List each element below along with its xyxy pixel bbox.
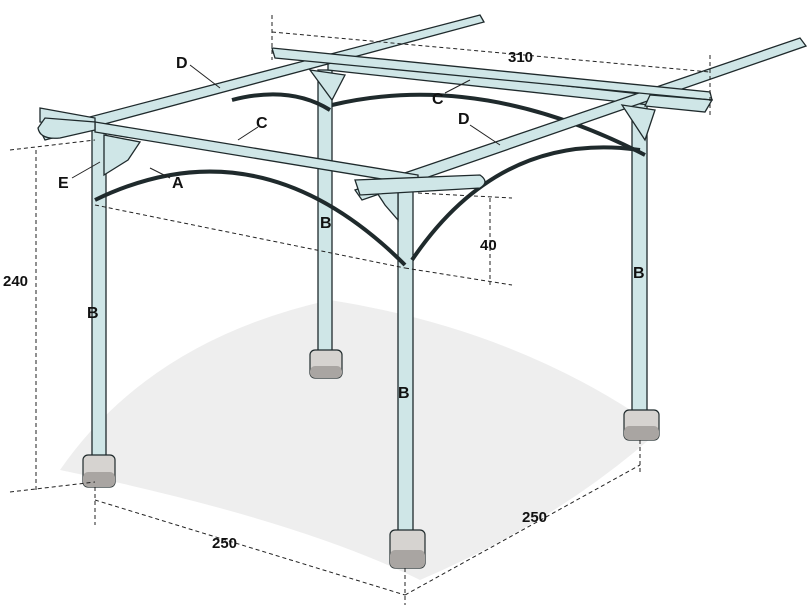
beam-end-front-left	[37, 117, 96, 139]
bracket-back-center	[308, 69, 346, 102]
bracket-right	[620, 104, 656, 142]
dim-250-left-text: 250	[212, 535, 237, 552]
post-back-center	[309, 69, 343, 379]
dim-310-text: 310	[508, 49, 533, 66]
dim-310-line	[271, 31, 711, 73]
leader-c-back	[444, 79, 471, 94]
dim-40-tick-bottom	[404, 267, 513, 286]
rafter-d-right	[353, 37, 808, 201]
dim-40-text: 40	[480, 237, 497, 254]
dim-40-tick-top	[417, 192, 513, 199]
leader-d-left	[189, 64, 221, 89]
label-e: E	[58, 175, 69, 192]
dim-240-tick-top	[9, 139, 96, 151]
leader-e	[71, 161, 101, 179]
rafter-d-left	[39, 14, 485, 141]
leader-c-front	[237, 126, 259, 141]
dim-250-right-line	[404, 464, 641, 596]
label-d-left: D	[176, 55, 188, 72]
beam-end-front-right	[354, 174, 486, 196]
label-c-front: C	[256, 115, 268, 132]
arch-a-front	[94, 169, 407, 267]
rafter-front-right	[644, 94, 714, 113]
leader-d-right	[469, 124, 501, 146]
dim-240-text: 240	[3, 273, 28, 290]
bracket-e-front-left	[103, 134, 142, 177]
leader-a	[149, 167, 171, 179]
arch-back-right	[331, 92, 646, 157]
arch-spring-line	[94, 204, 406, 269]
dim-240-tick-bottom	[9, 481, 96, 493]
dim-250-right-text: 250	[522, 509, 547, 526]
label-a: A	[172, 175, 184, 192]
dim-250-left-line	[94, 499, 406, 596]
label-b-front-left: B	[87, 305, 99, 322]
label-b-right: B	[633, 265, 645, 282]
post-front-left	[82, 124, 116, 488]
post-front-center	[389, 179, 426, 569]
label-b-back-center: B	[320, 215, 332, 232]
ground-shadow	[60, 300, 660, 580]
arch-back-left	[231, 92, 332, 112]
label-c-back: C	[432, 91, 444, 108]
arch-right-side	[410, 145, 641, 262]
label-b-front-center: B	[398, 385, 410, 402]
label-d-right: D	[458, 111, 470, 128]
